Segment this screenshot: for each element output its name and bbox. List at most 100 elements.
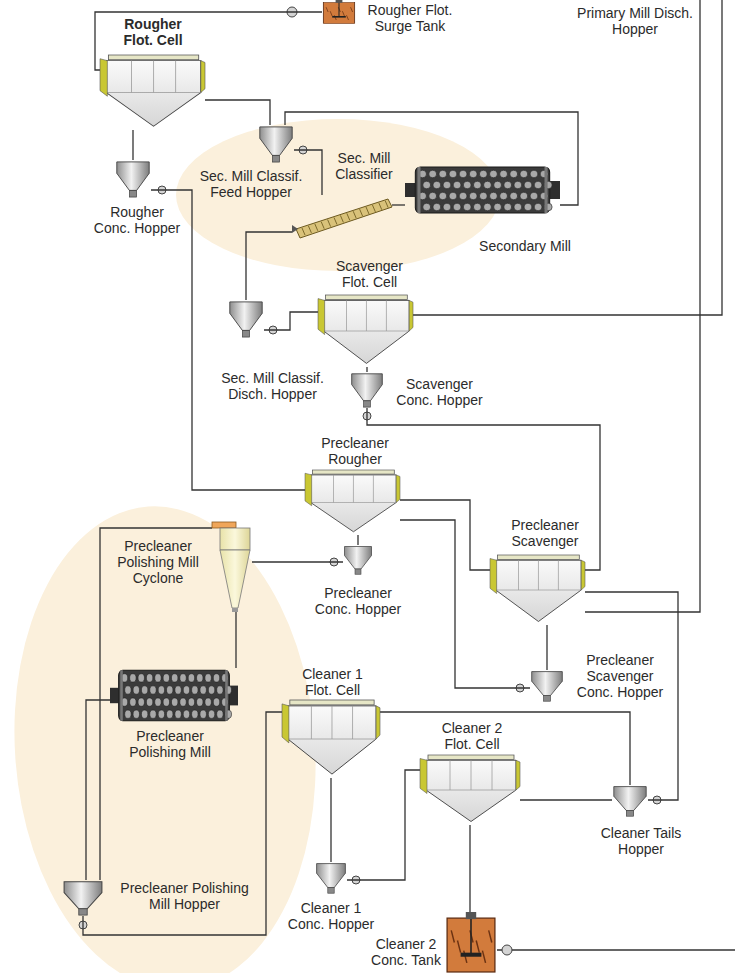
agitator-motor	[466, 912, 476, 919]
grinding-ball	[133, 686, 139, 694]
grinding-ball	[171, 698, 177, 706]
cell-baffle	[426, 790, 516, 791]
equipment-label: Rougher Flot. Cell	[108, 16, 198, 48]
grinding-ball	[484, 203, 492, 211]
cell-baffle	[311, 706, 312, 739]
grinding-ball	[490, 170, 498, 178]
tank-texture	[451, 930, 454, 942]
grinding-ball	[469, 170, 477, 178]
grinding-ball	[520, 192, 528, 200]
cell-baffle	[288, 739, 376, 740]
grinding-ball	[453, 203, 461, 211]
grinding-ball	[125, 686, 131, 694]
tank-icon	[322, 0, 356, 24]
flow-line	[347, 770, 420, 880]
tank-unit: Rougher Flot. Surge Tank	[322, 0, 356, 24]
cyclone-apex	[232, 608, 238, 612]
grinding-ball	[175, 686, 181, 694]
grinding-ball	[439, 192, 447, 200]
flow-line	[246, 232, 292, 300]
cell-unit: Scavenger Flot. Cell	[318, 295, 413, 367]
cell-icon	[490, 555, 585, 625]
equipment-label: Sec. Mill Classif. Disch. Hopper	[205, 370, 340, 402]
cell-launder	[326, 295, 408, 300]
pump-symbol	[502, 945, 512, 955]
flow-line	[520, 799, 612, 800]
tank-body	[447, 918, 495, 972]
hopper-body	[345, 547, 372, 570]
cell-wall	[305, 473, 312, 506]
equipment-label: Precleaner Polishing Mill Cyclone	[106, 538, 210, 586]
cell-body	[106, 61, 201, 127]
hopper-outlet	[328, 888, 334, 894]
cell-baffle	[492, 760, 493, 790]
hopper-outlet	[242, 330, 249, 337]
grinding-ball	[125, 710, 131, 718]
flow-line	[235, 612, 236, 668]
equipment-label: Precleaner Scavenger	[500, 517, 590, 549]
tank-texture	[326, 7, 328, 12]
equipment-label: Scavenger Conc. Hopper	[392, 376, 487, 408]
equipment-label: Precleaner Scavenger Conc. Hopper	[570, 652, 670, 700]
grinding-ball	[180, 674, 186, 682]
grinding-ball	[459, 192, 467, 200]
equipment-label: Precleaner Rougher	[310, 435, 400, 467]
grinding-ball	[524, 181, 532, 189]
grinding-ball	[524, 203, 532, 211]
grinding-ball	[146, 674, 152, 682]
cell-baffle	[450, 760, 451, 790]
tails-line	[413, 0, 722, 315]
cell-launder	[498, 555, 580, 559]
cell-baffle	[352, 706, 353, 739]
cell-baffle	[353, 475, 354, 503]
tank-texture	[476, 940, 479, 952]
screw-flight	[334, 218, 337, 225]
cell-body	[426, 760, 516, 821]
equipment-label: Sec. Mill Classif. Feed Hopper	[190, 168, 312, 200]
cell-wall	[282, 704, 289, 743]
grinding-ball	[146, 698, 152, 706]
hopper-body	[614, 787, 646, 811]
grinding-ball	[188, 674, 194, 682]
grinding-ball	[500, 192, 508, 200]
cell-baffle	[331, 706, 332, 739]
equipment-label: Cleaner 2 Flot. Cell	[428, 720, 516, 752]
grinding-ball	[192, 710, 198, 718]
cell-unit: Cleaner 2 Flot. Cell	[420, 755, 520, 825]
flow-line	[83, 712, 282, 935]
screw-flight	[379, 203, 382, 210]
cell-baffle	[496, 590, 582, 591]
hopper-unit: Precleaner Scavenger Conc. Hopper	[530, 670, 564, 702]
screw-flight	[302, 228, 305, 235]
screw-flight	[315, 224, 318, 231]
equipment-label: Precleaner Polishing Mill Hopper	[112, 880, 257, 912]
grinding-ball	[443, 181, 451, 189]
grinding-ball	[141, 686, 147, 694]
hopper-icon	[350, 372, 384, 408]
grinding-ball	[138, 674, 144, 682]
cell-wall	[409, 300, 413, 331]
grinding-ball	[459, 170, 467, 178]
cell-baffle	[333, 475, 334, 503]
grinding-ball	[155, 674, 161, 682]
cyclone-cone	[220, 550, 250, 608]
screw-flight	[385, 201, 388, 208]
grinding-ball	[530, 170, 538, 178]
mill-icon	[405, 165, 560, 215]
cell-icon	[318, 295, 413, 367]
grinding-ball	[150, 686, 156, 694]
mill-icon	[110, 668, 238, 723]
grinding-ball	[133, 710, 139, 718]
grinding-ball	[183, 710, 189, 718]
equipment-label: Rougher Flot. Surge Tank	[360, 2, 460, 34]
agitator-blade	[461, 953, 482, 957]
cell-wall	[420, 759, 427, 794]
grinding-ball	[208, 710, 214, 718]
cell-baffle	[373, 475, 374, 503]
cell-launder	[108, 55, 198, 60]
screw-flight	[353, 211, 356, 218]
flow-line	[469, 825, 470, 912]
screw-flight	[321, 222, 324, 229]
classifier-feed	[292, 225, 298, 233]
